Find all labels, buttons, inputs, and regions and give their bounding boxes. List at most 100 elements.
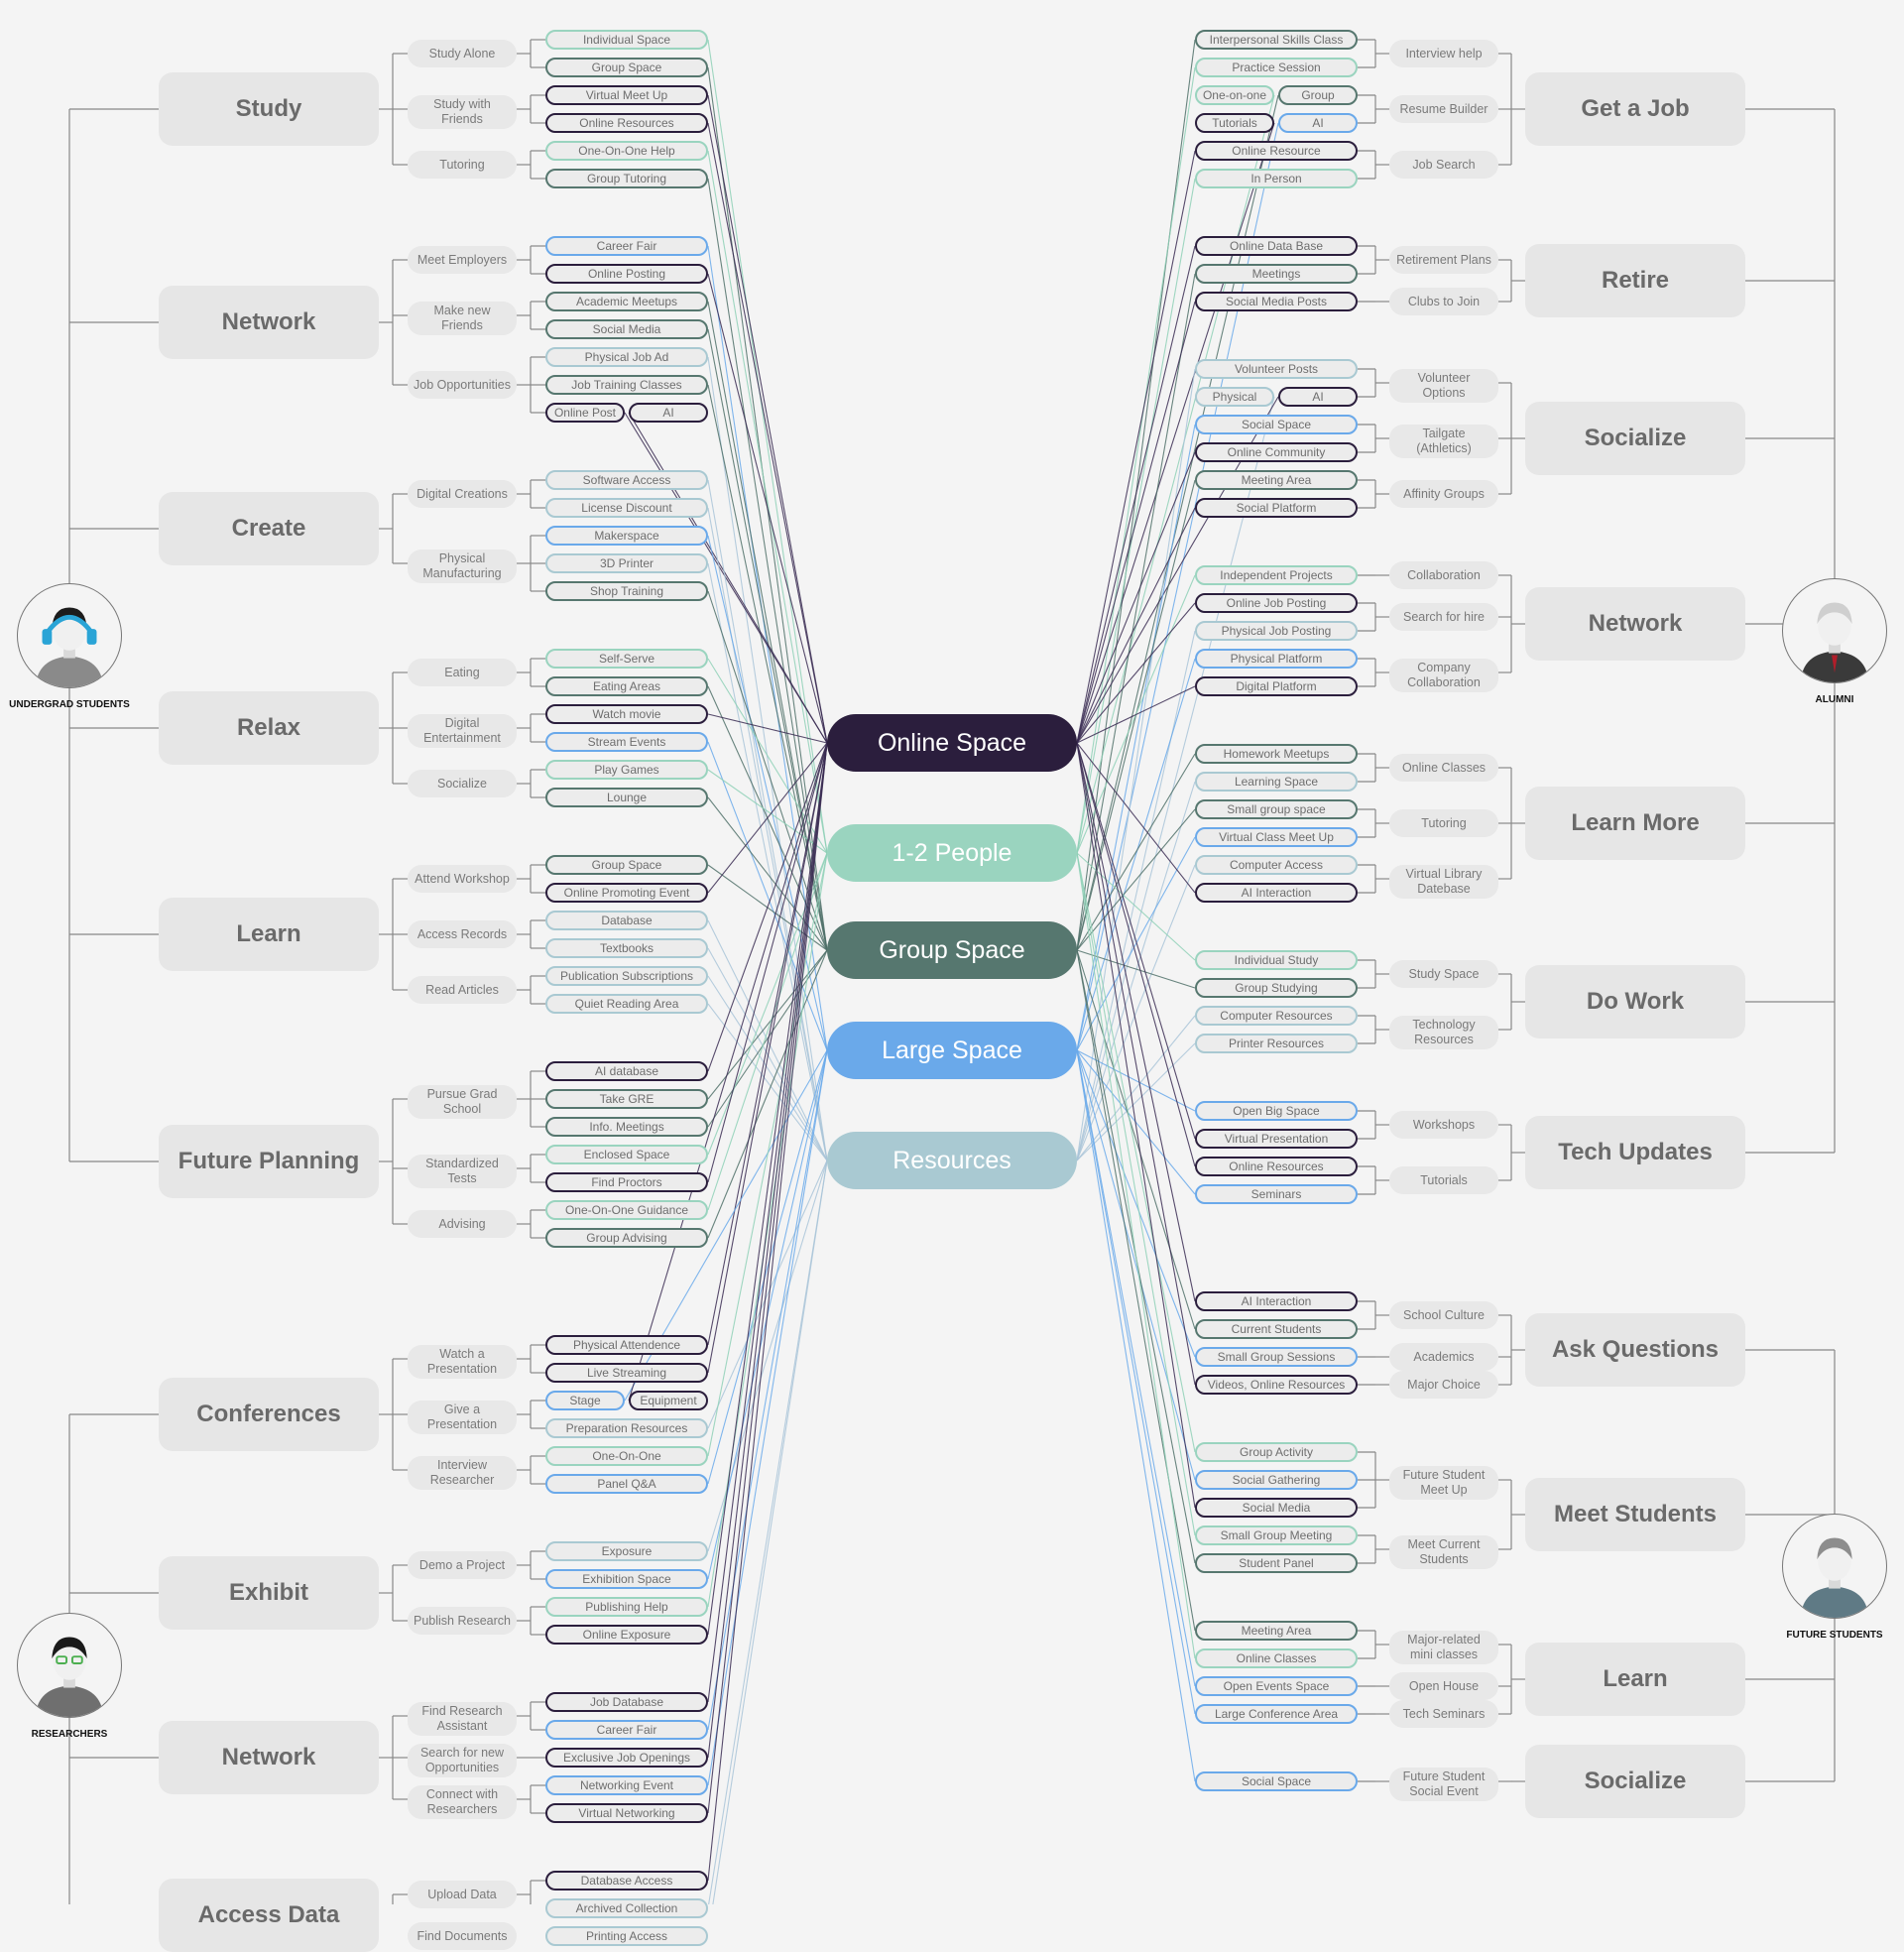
activity-node[interactable]: Give a Presentation: [408, 1401, 517, 1434]
leaf-pill[interactable]: Meetings: [1195, 264, 1358, 284]
leaf-pill[interactable]: Printer Resources: [1195, 1034, 1358, 1053]
category-node[interactable]: Access Data: [159, 1879, 379, 1952]
activity-node[interactable]: Search for hire: [1389, 603, 1498, 631]
activity-node[interactable]: Major-related mini classes: [1389, 1631, 1498, 1664]
category-node[interactable]: Network: [1525, 587, 1745, 661]
activity-node[interactable]: School Culture: [1389, 1301, 1498, 1329]
leaf-pill[interactable]: Live Streaming: [545, 1363, 708, 1383]
category-node[interactable]: Exhibit: [159, 1556, 379, 1630]
leaf-pill[interactable]: One-On-One: [545, 1446, 708, 1466]
activity-node[interactable]: Read Articles: [408, 976, 517, 1004]
activity-node[interactable]: Job Search: [1389, 151, 1498, 179]
leaf-pill[interactable]: Group Space: [545, 855, 708, 875]
leaf-pill[interactable]: Social Media: [545, 319, 708, 339]
leaf-pill[interactable]: Meeting Area: [1195, 470, 1358, 490]
activity-node[interactable]: Demo a Project: [408, 1551, 517, 1579]
activity-node[interactable]: Study Space: [1389, 960, 1498, 988]
leaf-pill[interactable]: Homework Meetups: [1195, 744, 1358, 764]
leaf-pill[interactable]: Independent Projects: [1195, 565, 1358, 585]
leaf-pill[interactable]: Group Studying: [1195, 978, 1358, 998]
leaf-pill[interactable]: In Person: [1195, 169, 1358, 188]
leaf-pill[interactable]: Virtual Presentation: [1195, 1129, 1358, 1149]
leaf-pill[interactable]: Social Media: [1195, 1498, 1358, 1518]
activity-node[interactable]: Workshops: [1389, 1111, 1498, 1139]
activity-node[interactable]: Connect with Researchers: [408, 1785, 517, 1819]
hub-people[interactable]: 1-2 People: [827, 824, 1077, 882]
activity-node[interactable]: Resume Builder: [1389, 95, 1498, 123]
activity-node[interactable]: Open House: [1389, 1672, 1498, 1700]
leaf-pill[interactable]: Preparation Resources: [545, 1418, 708, 1438]
leaf-pill-secondary[interactable]: AI: [1278, 387, 1358, 407]
activity-node[interactable]: Standardized Tests: [408, 1155, 517, 1188]
leaf-pill[interactable]: Online Resources: [1195, 1157, 1358, 1176]
leaf-pill[interactable]: Find Proctors: [545, 1172, 708, 1192]
leaf-pill[interactable]: Lounge: [545, 788, 708, 807]
leaf-pill[interactable]: One-on-one: [1195, 85, 1274, 105]
activity-node[interactable]: Tutoring: [408, 151, 517, 179]
leaf-pill[interactable]: Small Group Meeting: [1195, 1525, 1358, 1545]
leaf-pill[interactable]: Info. Meetings: [545, 1117, 708, 1137]
leaf-pill[interactable]: Archived Collection: [545, 1898, 708, 1918]
activity-node[interactable]: Pursue Grad School: [408, 1085, 517, 1119]
leaf-pill[interactable]: Current Students: [1195, 1319, 1358, 1339]
category-node[interactable]: Future Planning: [159, 1125, 379, 1198]
leaf-pill[interactable]: 3D Printer: [545, 553, 708, 573]
activity-node[interactable]: Academics: [1389, 1343, 1498, 1371]
leaf-pill[interactable]: Learning Space: [1195, 772, 1358, 792]
category-node[interactable]: Socialize: [1525, 402, 1745, 475]
category-node[interactable]: Network: [159, 286, 379, 359]
leaf-pill[interactable]: Open Events Space: [1195, 1676, 1358, 1696]
leaf-pill[interactable]: Digital Platform: [1195, 676, 1358, 696]
category-node[interactable]: Do Work: [1525, 965, 1745, 1038]
leaf-pill[interactable]: Exhibition Space: [545, 1569, 708, 1589]
activity-node[interactable]: Job Opportunities: [408, 371, 517, 399]
leaf-pill[interactable]: AI Interaction: [1195, 1291, 1358, 1311]
leaf-pill[interactable]: Group Space: [545, 58, 708, 77]
leaf-pill[interactable]: Online Job Posting: [1195, 593, 1358, 613]
leaf-pill[interactable]: Practice Session: [1195, 58, 1358, 77]
activity-node[interactable]: Study with Friends: [408, 95, 517, 129]
leaf-pill[interactable]: Social Space: [1195, 415, 1358, 434]
leaf-pill[interactable]: Job Database: [545, 1692, 708, 1712]
leaf-pill-secondary[interactable]: Equipment: [629, 1391, 708, 1410]
category-node[interactable]: Relax: [159, 691, 379, 765]
leaf-pill[interactable]: Job Training Classes: [545, 375, 708, 395]
category-node[interactable]: Network: [159, 1721, 379, 1794]
leaf-pill[interactable]: Printing Access: [545, 1926, 708, 1946]
leaf-pill[interactable]: One-On-One Guidance: [545, 1200, 708, 1220]
leaf-pill[interactable]: Online Promoting Event: [545, 883, 708, 903]
leaf-pill[interactable]: Virtual Class Meet Up: [1195, 827, 1358, 847]
leaf-pill[interactable]: Career Fair: [545, 1720, 708, 1740]
activity-node[interactable]: Digital Entertainment: [408, 714, 517, 748]
hub-resources[interactable]: Resources: [827, 1132, 1077, 1189]
leaf-pill[interactable]: Physical: [1195, 387, 1274, 407]
activity-node[interactable]: Physical Manufacturing: [408, 549, 517, 583]
activity-node[interactable]: Tailgate (Athletics): [1389, 425, 1498, 458]
leaf-pill[interactable]: Group Tutoring: [545, 169, 708, 188]
activity-node[interactable]: Retirement Plans: [1389, 246, 1498, 274]
category-node[interactable]: Study: [159, 72, 379, 146]
leaf-pill[interactable]: Stream Events: [545, 732, 708, 752]
activity-node[interactable]: Future Student Meet Up: [1389, 1466, 1498, 1500]
leaf-pill[interactable]: Academic Meetups: [545, 292, 708, 311]
leaf-pill[interactable]: AI database: [545, 1061, 708, 1081]
leaf-pill[interactable]: Computer Access: [1195, 855, 1358, 875]
leaf-pill[interactable]: Tutorials: [1195, 113, 1274, 133]
leaf-pill[interactable]: Self-Serve: [545, 649, 708, 669]
leaf-pill[interactable]: Stage: [545, 1391, 625, 1410]
category-node[interactable]: Socialize: [1525, 1745, 1745, 1818]
leaf-pill[interactable]: Take GRE: [545, 1089, 708, 1109]
leaf-pill[interactable]: Individual Study: [1195, 950, 1358, 970]
leaf-pill[interactable]: Panel Q&A: [545, 1474, 708, 1494]
leaf-pill[interactable]: Social Platform: [1195, 498, 1358, 518]
leaf-pill[interactable]: Open Big Space: [1195, 1101, 1358, 1121]
category-node[interactable]: Create: [159, 492, 379, 565]
activity-node[interactable]: Online Classes: [1389, 754, 1498, 782]
activity-node[interactable]: Affinity Groups: [1389, 480, 1498, 508]
leaf-pill[interactable]: Student Panel: [1195, 1553, 1358, 1573]
leaf-pill[interactable]: One-On-One Help: [545, 141, 708, 161]
activity-node[interactable]: Upload Data: [408, 1881, 517, 1908]
category-node[interactable]: Learn: [159, 898, 379, 971]
leaf-pill[interactable]: Textbooks: [545, 938, 708, 958]
leaf-pill-secondary[interactable]: Group: [1278, 85, 1358, 105]
